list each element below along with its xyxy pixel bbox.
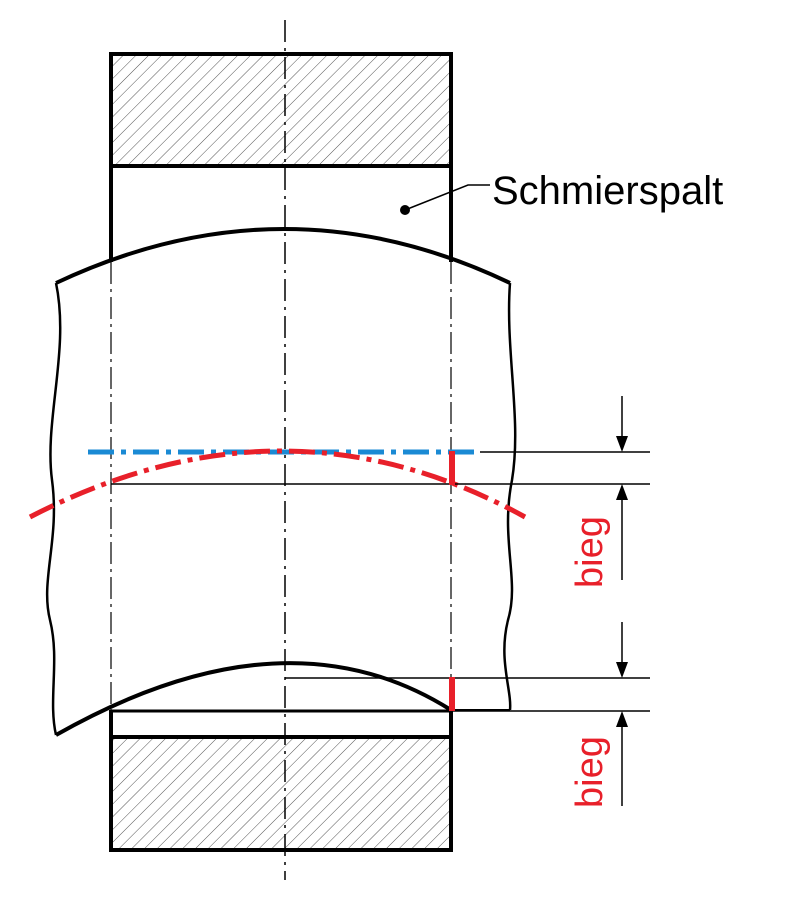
lower-dim-label: bieg xyxy=(569,736,611,808)
shaft-right-break-line xyxy=(503,282,517,711)
upper-dim-arrow-down xyxy=(616,436,628,452)
gap-leader-line xyxy=(404,184,490,211)
upper-bearing-shell xyxy=(109,52,453,168)
lower-dim-arrow-down xyxy=(616,662,628,678)
shaft-top-surface xyxy=(55,227,511,285)
shaft-bottom-surface xyxy=(55,661,453,737)
lower-bearing-shell xyxy=(109,735,453,852)
bent-axis-curve xyxy=(28,448,527,520)
lower-dim-arrow-up xyxy=(616,711,628,727)
upper-dim-arrow-up xyxy=(616,484,628,500)
gap-label: Schmierspalt xyxy=(492,169,723,213)
shaft-left-break-line xyxy=(45,282,62,736)
upper-dim-label: bieg xyxy=(569,516,611,588)
